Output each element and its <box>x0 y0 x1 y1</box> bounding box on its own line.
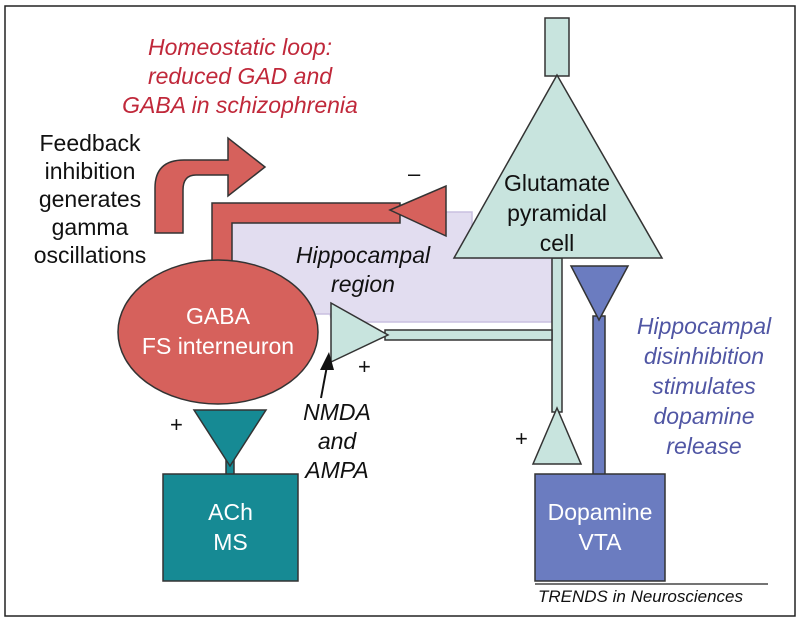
label-line: Dopamine <box>547 499 653 525</box>
note-line: oscillations <box>33 242 147 268</box>
note-line: inhibition <box>44 158 136 184</box>
axon-collateral <box>384 329 553 341</box>
label-line: region <box>331 271 395 297</box>
ach-ms-box <box>162 473 299 582</box>
plus-sign-pyramidal: + <box>515 426 528 451</box>
inhibitory-synapse <box>388 184 447 238</box>
label-line: Hippocampal <box>295 242 431 268</box>
dopamine-vta-box <box>534 473 666 582</box>
label-line: MS <box>213 529 248 555</box>
note-line: disinhibition <box>643 343 765 369</box>
note-line: Feedback <box>39 130 141 156</box>
label-line: NMDA <box>303 399 371 425</box>
note-line: Hippocampal <box>636 313 772 339</box>
note-line: Homeostatic loop: <box>147 34 333 60</box>
label-line: AMPA <box>305 457 369 483</box>
dopamine-synapse <box>569 265 630 322</box>
label-line: and <box>317 428 357 454</box>
note-line: release <box>666 433 742 459</box>
excitatory-synapse-interneuron <box>330 301 390 364</box>
receptor-pointer-head <box>320 352 334 370</box>
gaba-interneuron <box>117 259 319 405</box>
note-line: reduced GAD and <box>147 63 333 89</box>
homeostatic-loop-note: Homeostatic loop: reduced GAD and GABA i… <box>90 33 390 120</box>
label-line: FS interneuron <box>141 333 295 359</box>
note-line: GABA in schizophrenia <box>122 92 358 118</box>
plus-sign-ach: + <box>170 412 183 437</box>
label-line: ACh <box>208 499 253 525</box>
ach-synapse <box>192 409 268 468</box>
plus-sign-receptor: + <box>358 354 371 379</box>
note-line: gamma <box>51 214 129 240</box>
dopamine-axon <box>592 315 606 477</box>
apical-dendrite <box>544 17 570 77</box>
receptor-label: NMDA and AMPA <box>292 398 382 485</box>
receptor-pointer-line <box>320 365 328 399</box>
ach-ms-label: ACh MS <box>163 497 298 557</box>
dopamine-vta-label: Dopamine VTA <box>535 497 665 557</box>
hippocampal-region-label: Hippocampal region <box>268 241 458 299</box>
note-line: generates <box>38 186 142 212</box>
pyramidal-cell-label: Glutamate pyramidal cell <box>487 168 627 258</box>
feedback-inhibition-note: Feedback inhibition generates gamma osci… <box>16 129 164 269</box>
label-line: GABA <box>186 303 250 329</box>
label-line: pyramidal <box>507 200 607 226</box>
minus-sign: – <box>408 161 421 186</box>
disinhibition-note: Hippocampal disinhibition stimulates dop… <box>614 311 794 461</box>
label-line: cell <box>539 230 575 256</box>
homeostatic-loop-arrow <box>154 136 267 234</box>
note-line: stimulates <box>652 373 756 399</box>
interneuron-label: GABA FS interneuron <box>128 301 308 361</box>
note-line: dopamine <box>653 403 755 429</box>
label-line: VTA <box>578 529 622 555</box>
excitatory-synapse-vta <box>531 406 583 465</box>
pyramidal-soma <box>452 73 664 259</box>
pyramidal-axon <box>551 257 563 413</box>
figure-credit: TRENDS in Neurosciences <box>538 587 744 606</box>
label-line: Glutamate <box>503 170 611 196</box>
